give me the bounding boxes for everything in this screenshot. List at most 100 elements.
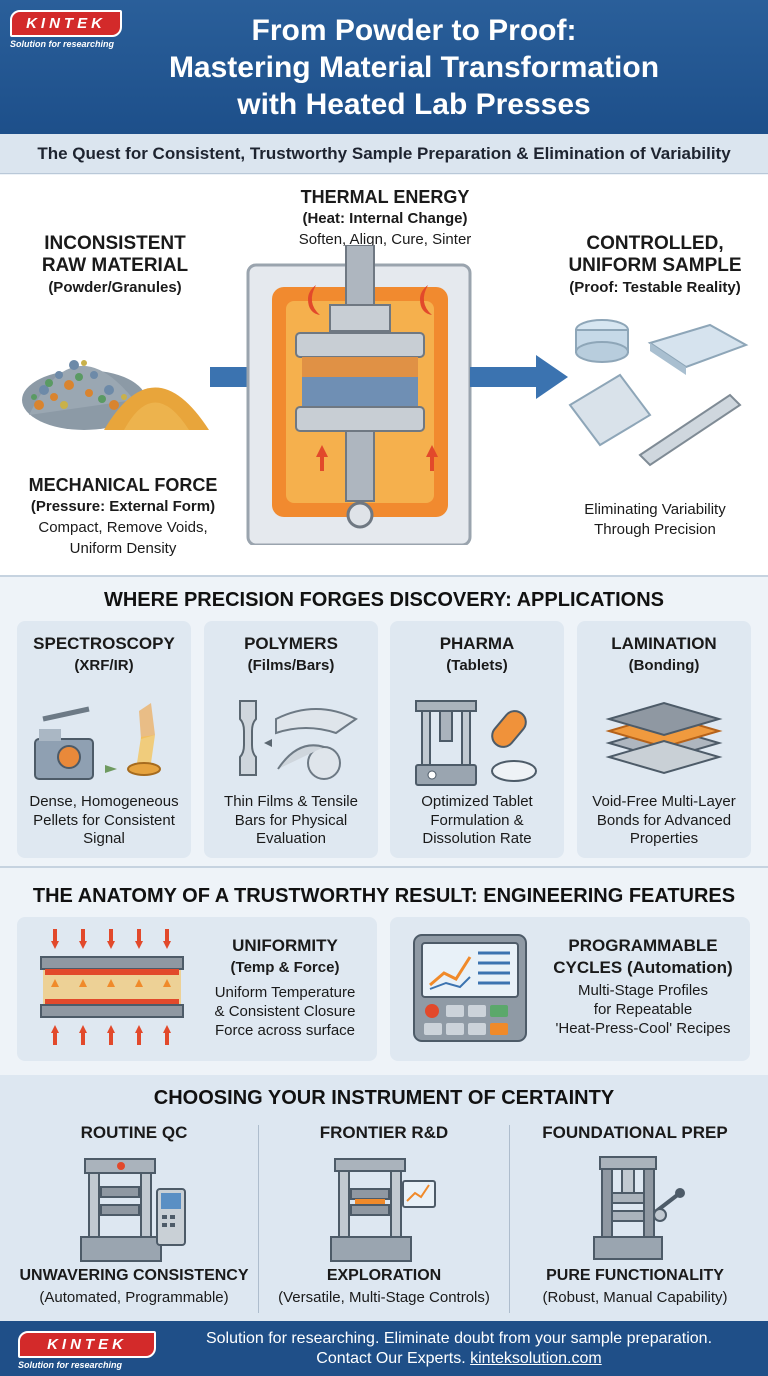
subtitle-banner: The Quest for Consistent, Trustworthy Sa…	[0, 134, 768, 174]
elim-line-1: Eliminating Variability	[584, 501, 726, 518]
title-line-3: with Heated Lab Presses	[237, 88, 591, 121]
app-name: SPECTROSCOPY	[33, 634, 175, 653]
website-link[interactable]: kinteksolution.com	[470, 1350, 602, 1367]
feature-paren: (Temp & Force)	[230, 959, 340, 976]
footer-message: Solution for researching. Eliminate doub…	[160, 1329, 758, 1369]
instrument-name: FRONTIER R&D	[319, 1123, 449, 1142]
footer-kintek-logo[interactable]: KINTEK Solution for researching	[18, 1331, 156, 1370]
instrument-name: FOUNDATIONAL PREP	[542, 1123, 728, 1142]
app-desc-1: Optimized Tablet	[421, 793, 533, 810]
divider	[0, 866, 768, 868]
header: KINTEK Solution for researching From Pow…	[0, 0, 768, 134]
kintek-logo[interactable]: KINTEK Solution for researching	[10, 10, 122, 49]
feature-programmable-cycles[interactable]: PROGRAMMABLE CYCLES (Automation) Multi-St…	[390, 917, 750, 1061]
footer: KINTEK Solution for researching Solution…	[0, 1321, 768, 1376]
features-section: THE ANATOMY OF A TRUSTWORTHY RESULT: ENG…	[0, 869, 768, 1069]
footer-contact-text: Contact Our Experts.	[316, 1350, 471, 1367]
feature-desc-2: for Repeatable	[593, 1001, 693, 1018]
manual-press-icon	[593, 1156, 685, 1260]
mech-desc-1: Compact, Remove Voids,	[38, 519, 208, 536]
polymer-film-icon	[239, 700, 358, 780]
feature-desc-2: & Consistent Closure	[214, 1003, 356, 1020]
app-paren: (Bonding)	[628, 657, 700, 674]
column-separator	[509, 1125, 510, 1313]
feature-name-2: CYCLES (Automation)	[553, 958, 733, 977]
thermal-title: THERMAL ENERGY	[300, 187, 470, 207]
tablet-press-icon	[415, 700, 537, 786]
control-panel-icon	[413, 934, 527, 1042]
app-card-lamination[interactable]: LAMINATION(Bonding) Void-Free Multi-Laye…	[577, 621, 751, 858]
uniform-heating-plates-icon	[40, 929, 184, 1045]
raw-sub: (Powder/Granules)	[48, 279, 182, 296]
app-name: PHARMA	[439, 634, 515, 653]
powder-pile-illustration	[22, 360, 209, 430]
logo-mark: KINTEK	[18, 1331, 156, 1358]
feature-desc-3: 'Heat-Press-Cool' Recipes	[555, 1020, 731, 1037]
ctrl-line-1: CONTROLLED,	[586, 233, 724, 254]
feature-desc-1: Uniform Temperature	[214, 984, 356, 1001]
instrument-detail: (Robust, Manual Capability)	[542, 1289, 728, 1306]
app-desc-1: Dense, Homogeneous	[29, 793, 179, 810]
raw-material-label: INCONSISTENT RAW MATERIAL (Powder/Granul…	[20, 233, 210, 299]
app-desc-1: Void-Free Multi-Layer	[592, 793, 736, 810]
elim-line-2: Through Precision	[594, 521, 716, 538]
app-desc-1: Thin Films & Tensile	[224, 793, 358, 810]
feature-desc-3: Force across surface	[214, 1022, 356, 1039]
raw-line-1: INCONSISTENT	[44, 233, 186, 254]
instrument-detail: (Versatile, Multi-Stage Controls)	[278, 1289, 490, 1306]
thermal-energy-label: THERMAL ENERGY (Heat: Internal Change) S…	[260, 187, 510, 250]
app-desc-3: Signal	[83, 830, 125, 847]
app-desc-2: Formulation &	[430, 811, 524, 829]
title-line-2: Mastering Material Transformation	[168, 51, 660, 84]
mech-desc-2: Uniform Density	[69, 540, 177, 557]
instrument-routine-qc[interactable]: ROUTINE QC UNWAVERING CONSISTENCY (Autom…	[9, 1123, 259, 1306]
eliminating-variability-text: Eliminating Variability Through Precisio…	[560, 500, 750, 540]
app-card-polymers[interactable]: POLYMERS(Films/Bars) Thin Films & Tensil…	[204, 621, 378, 858]
mech-title: MECHANICAL FORCE	[28, 475, 218, 495]
applications-section: WHERE PRECISION FORGES DISCOVERY: APPLIC…	[0, 577, 768, 865]
controlled-sample-label: CONTROLLED, UNIFORM SAMPLE (Proof: Testa…	[545, 233, 765, 299]
app-desc-2: Bonds for Advanced	[596, 811, 732, 829]
logo-mark: KINTEK	[10, 10, 122, 37]
feature-name: UNIFORMITY	[232, 936, 338, 955]
title-line-1: From Powder to Proof:	[251, 14, 577, 47]
logo-tagline: Solution for researching	[10, 39, 115, 49]
automated-press-icon	[80, 1158, 186, 1262]
applications-title: WHERE PRECISION FORGES DISCOVERY: APPLIC…	[103, 589, 665, 611]
instrument-focus: EXPLORATION	[326, 1267, 442, 1284]
instrument-selection-section: CHOOSING YOUR INSTRUMENT OF CERTAINTY RO…	[0, 1075, 768, 1321]
feature-name-1: PROGRAMMABLE	[568, 936, 718, 955]
instrument-foundational-prep[interactable]: FOUNDATIONAL PREP PURE FUNCTIONALITY (Ro…	[510, 1123, 760, 1306]
page-title: From Powder to Proof: Mastering Material…	[120, 12, 708, 123]
output-arrow-icon	[470, 355, 568, 399]
ctrl-sub: (Proof: Testable Reality)	[569, 279, 741, 296]
app-desc-3: Dissolution Rate	[422, 830, 532, 847]
spectrometer-icon	[34, 703, 161, 780]
app-desc-2: Pellets for Consistent	[33, 811, 175, 829]
app-desc-3: Evaluation	[255, 830, 327, 847]
logo-tagline: Solution for researching	[18, 1360, 123, 1370]
instrument-focus: UNWAVERING CONSISTENCY	[19, 1267, 249, 1284]
layered-laminate-icon	[605, 701, 723, 775]
instrument-name: ROUTINE QC	[80, 1123, 188, 1142]
instrument-focus: PURE FUNCTIONALITY	[546, 1267, 724, 1284]
heated-press-illustration	[246, 245, 472, 545]
feature-uniformity[interactable]: UNIFORMITY (Temp & Force) Uniform Tempera…	[17, 917, 377, 1061]
raw-line-2: RAW MATERIAL	[41, 255, 189, 276]
thermal-desc: Soften, Align, Cure, Sinter	[298, 231, 472, 248]
thermal-sub: (Heat: Internal Change)	[302, 210, 468, 227]
app-desc-3: Properties	[629, 830, 699, 847]
instrument-detail: (Automated, Programmable)	[39, 1289, 229, 1306]
column-separator	[258, 1125, 259, 1313]
app-name: POLYMERS	[244, 634, 338, 653]
ctrl-line-2: UNIFORM SAMPLE	[568, 255, 742, 276]
instruments-title: CHOOSING YOUR INSTRUMENT OF CERTAINTY	[153, 1087, 615, 1109]
research-press-icon	[330, 1158, 436, 1262]
process-section: INCONSISTENT RAW MATERIAL (Powder/Granul…	[0, 175, 768, 575]
app-paren: (Tablets)	[446, 657, 508, 674]
footer-line-1: Solution for researching. Eliminate doub…	[205, 1330, 713, 1347]
instrument-frontier-rd[interactable]: FRONTIER R&D EXPLORATION (Versatile, Mul…	[259, 1123, 509, 1306]
feature-desc-1: Multi-Stage Profiles	[577, 982, 709, 999]
